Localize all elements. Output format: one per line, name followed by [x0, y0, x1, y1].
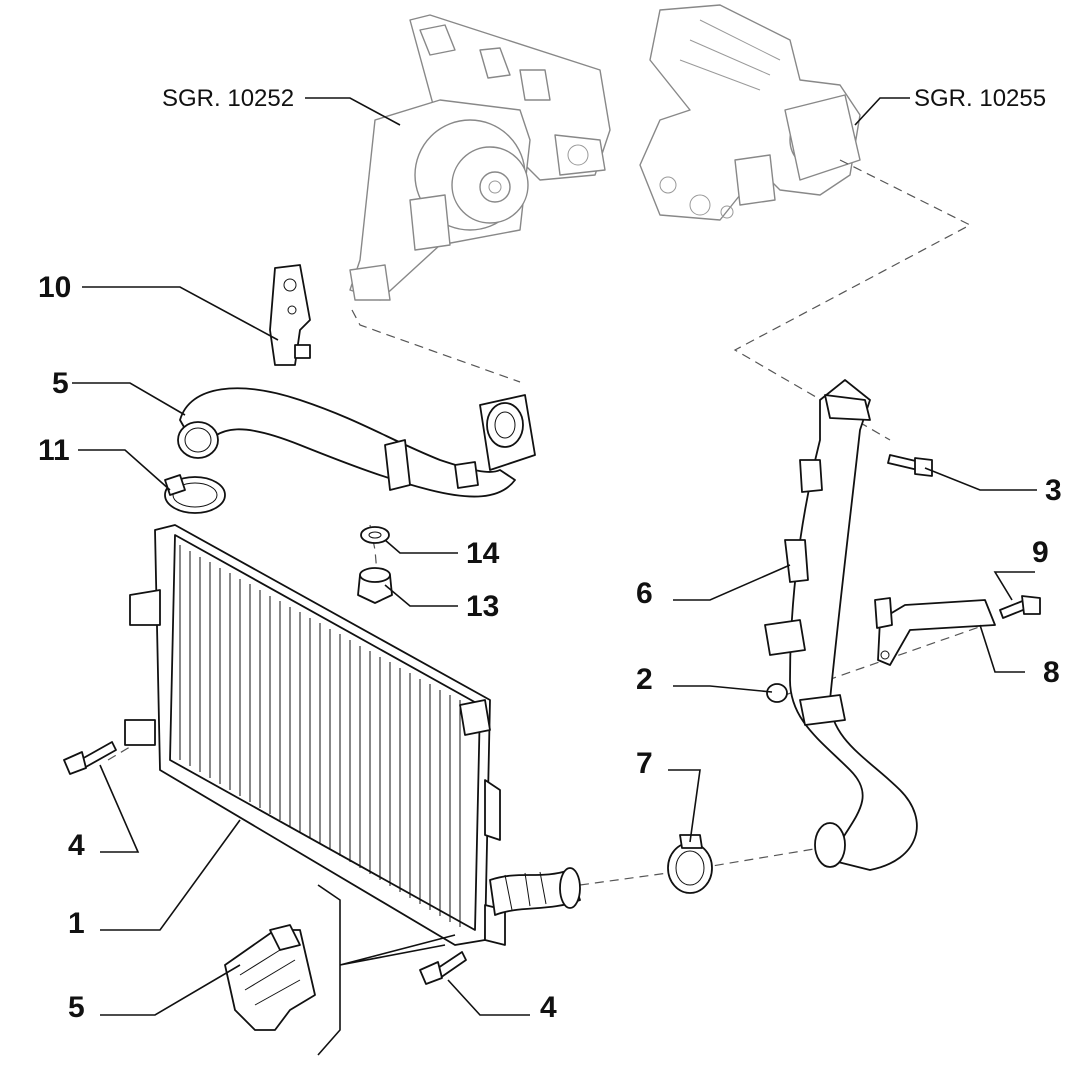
- callout-4b: 4: [540, 991, 557, 1024]
- callout-10: 9: [1032, 536, 1049, 569]
- callout-2: 2: [636, 663, 653, 696]
- callout-9: 8: [1043, 656, 1060, 689]
- bracket-11: [269, 264, 311, 366]
- callout-7: 6: [636, 577, 653, 610]
- callout-11: 10: [38, 271, 71, 304]
- bracket-5: [224, 924, 316, 1031]
- callout-5: 5: [68, 991, 85, 1024]
- bolt-4a: [63, 741, 117, 775]
- bolt-3: [887, 454, 933, 477]
- callout-14: 14: [466, 537, 500, 570]
- nut-13: [357, 567, 393, 604]
- intercooler: [124, 524, 581, 946]
- pipe-7: [764, 379, 918, 871]
- washer-14: [360, 526, 390, 544]
- ref-sgr-10252: SGR. 10252: [162, 85, 294, 112]
- clamp-12: [164, 474, 226, 514]
- callout-4a: 4: [68, 829, 85, 862]
- callout-8: 7: [636, 747, 653, 780]
- callout-12: 11: [38, 434, 70, 467]
- bracket-9: [874, 597, 996, 666]
- bolt-10: [999, 595, 1041, 619]
- bolt-4b: [419, 951, 467, 985]
- ref-sgr-10255: SGR. 10255: [914, 85, 1046, 112]
- callout-6: 5: [52, 367, 69, 400]
- callout-1: 1: [68, 907, 85, 940]
- nut-2: [766, 683, 788, 703]
- turbocharger-assembly: [349, 14, 611, 301]
- intake-hose-6: [177, 387, 536, 498]
- callout-13: 13: [466, 590, 499, 623]
- intake-manifold-assembly: [639, 4, 861, 221]
- clamp-8: [667, 834, 713, 894]
- callout-3: 3: [1045, 474, 1062, 507]
